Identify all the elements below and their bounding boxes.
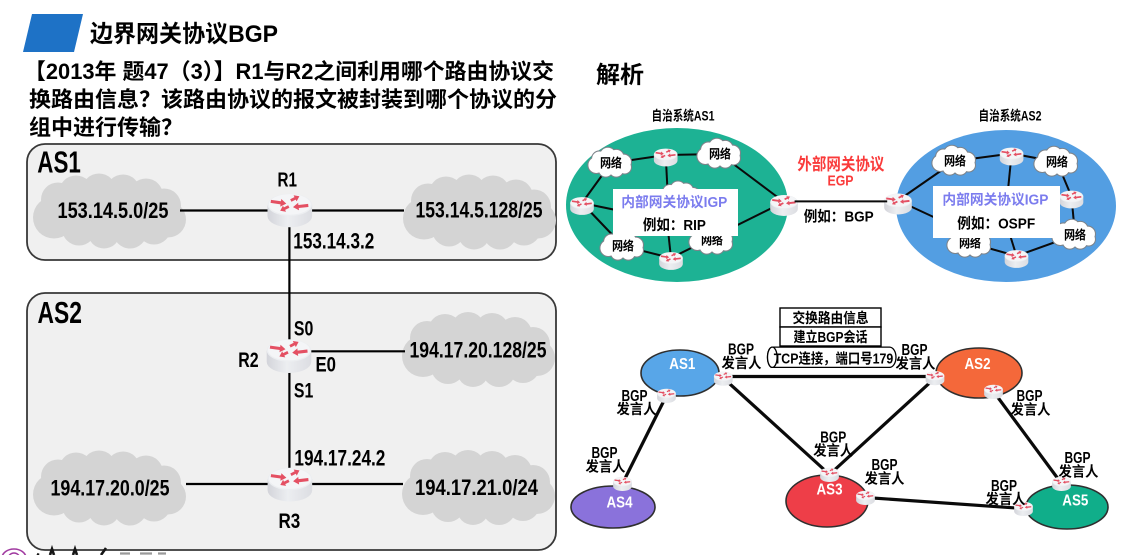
- svg-text:自治系统AS1: 自治系统AS1: [652, 106, 715, 126]
- svg-text:网络: 网络: [612, 236, 634, 255]
- svg-text:BGP: BGP: [991, 472, 1017, 496]
- svg-text:发言人: 发言人: [896, 353, 936, 374]
- svg-text:EGP: EGP: [828, 170, 854, 191]
- svg-text:S1: S1: [294, 374, 314, 404]
- svg-text:发言人: 发言人: [1059, 461, 1099, 482]
- svg-text:组中进行传输？: 组中进行传输？: [29, 110, 183, 142]
- svg-text:BGP: BGP: [1065, 444, 1091, 468]
- svg-text:边界网关协议BGP: 边界网关协议BGP: [90, 14, 278, 49]
- svg-text:网络: 网络: [1064, 225, 1086, 244]
- svg-text:194.17.20.0/25: 194.17.20.0/25: [51, 470, 170, 502]
- svg-text:外部网关协议: 外部网关协议: [797, 150, 884, 175]
- svg-text:R2: R2: [238, 344, 258, 374]
- svg-text:BGP: BGP: [622, 382, 648, 406]
- svg-text:BGP: BGP: [728, 336, 754, 360]
- svg-text:例如：OSPF: 例如：OSPF: [957, 213, 1035, 234]
- svg-text:153.14.3.2: 153.14.3.2: [293, 224, 374, 256]
- svg-text:AS2: AS2: [38, 287, 82, 332]
- svg-text:153.14.5.128/25: 153.14.5.128/25: [416, 192, 543, 224]
- svg-text:S0: S0: [294, 313, 313, 343]
- svg-text:TCP连接，端口号179: TCP连接，端口号179: [774, 347, 894, 368]
- svg-text:AS1: AS1: [669, 350, 695, 374]
- svg-text:194.17.20.128/25: 194.17.20.128/25: [410, 333, 547, 365]
- svg-text:内部网关协议IGP: 内部网关协议IGP: [621, 191, 727, 212]
- svg-text:发言人: 发言人: [986, 488, 1026, 509]
- svg-text:BGP: BGP: [902, 336, 928, 360]
- svg-text:建立BGP会话: 建立BGP会话: [794, 326, 868, 347]
- svg-text:R1: R1: [278, 164, 298, 193]
- svg-text:发言人: 发言人: [722, 352, 762, 373]
- svg-text:网络: 网络: [709, 144, 731, 163]
- svg-text:网络: 网络: [1046, 152, 1068, 171]
- svg-text:【2013年 题47（3）】R1与R2之间利用哪个路由协议交: 【2013年 题47（3）】R1与R2之间利用哪个路由协议交: [24, 54, 554, 86]
- svg-text:例如：BGP: 例如：BGP: [804, 205, 874, 226]
- svg-text:内部网关协议IGP: 内部网关协议IGP: [942, 189, 1048, 210]
- svg-text:194.17.24.2: 194.17.24.2: [294, 441, 385, 473]
- svg-text:153.14.5.0/25: 153.14.5.0/25: [58, 193, 169, 225]
- svg-text:194.17.21.0/24: 194.17.21.0/24: [415, 470, 539, 502]
- svg-text:发言人: 发言人: [617, 398, 657, 419]
- svg-text:AS2: AS2: [965, 350, 991, 374]
- svg-text:BGP: BGP: [592, 439, 618, 463]
- svg-text:AS5: AS5: [1062, 487, 1088, 511]
- svg-text:E0: E0: [316, 348, 337, 378]
- svg-text:BGP: BGP: [820, 423, 846, 447]
- svg-text:发言人: 发言人: [1011, 399, 1051, 420]
- svg-text:发言人: 发言人: [586, 456, 626, 477]
- svg-text:换路由信息？该路由协议的报文被封装到哪个协议的分: 换路由信息？该路由协议的报文被封装到哪个协议的分: [29, 82, 557, 114]
- svg-text:AS1: AS1: [37, 137, 81, 182]
- svg-text:例如：RIP: 例如：RIP: [643, 214, 706, 235]
- svg-text:AS4: AS4: [607, 489, 633, 513]
- svg-text:发言人: 发言人: [813, 440, 853, 461]
- svg-text:交换路由信息: 交换路由信息: [793, 307, 869, 328]
- svg-text:自治系统AS2: 自治系统AS2: [979, 106, 1042, 126]
- svg-text:网络: 网络: [944, 151, 966, 170]
- svg-text:R3: R3: [279, 505, 301, 535]
- svg-text:解析: 解析: [596, 55, 644, 90]
- svg-text:BGP: BGP: [1017, 382, 1043, 406]
- svg-text:网络: 网络: [600, 153, 622, 172]
- svg-text:发言人: 发言人: [865, 468, 905, 489]
- svg-text:BGP: BGP: [872, 451, 898, 475]
